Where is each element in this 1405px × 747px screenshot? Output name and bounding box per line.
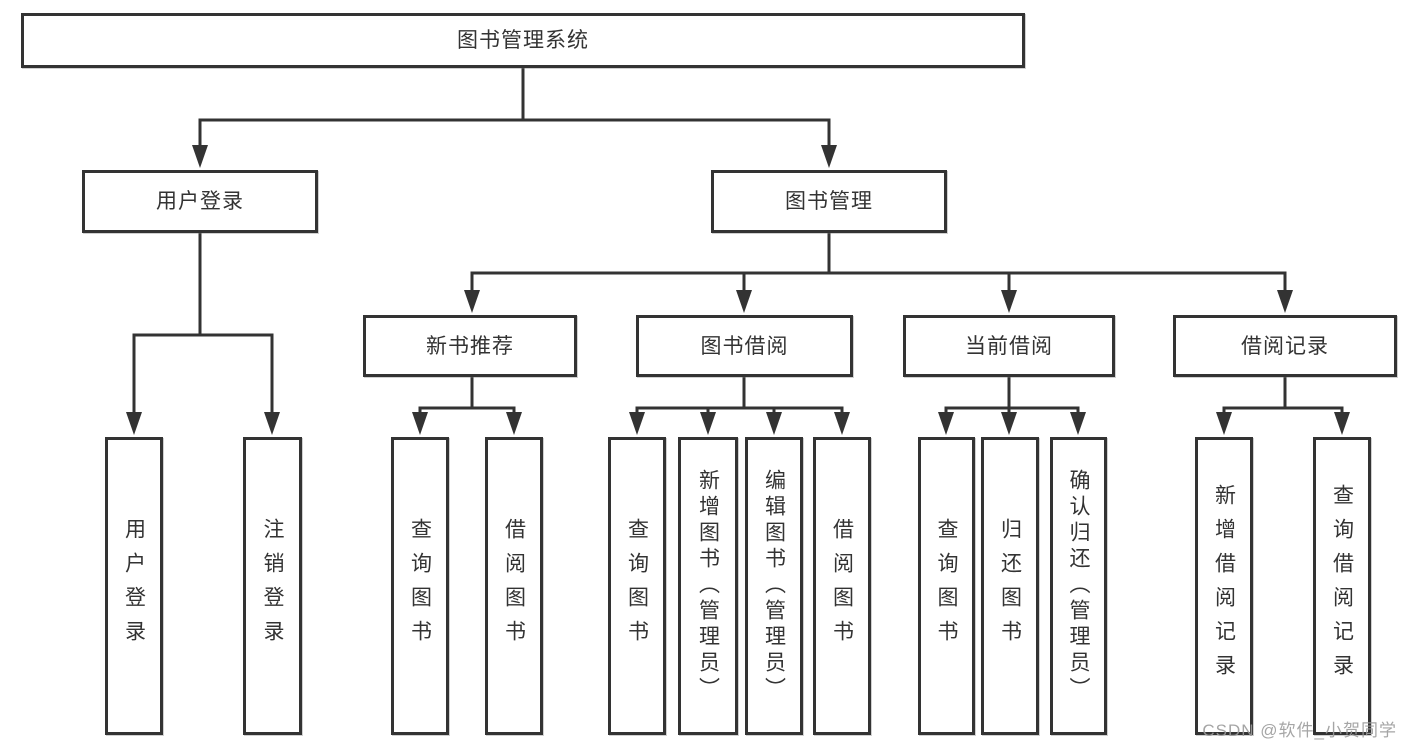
arrowhead-down-icon xyxy=(821,145,837,168)
arrowhead-down-icon xyxy=(126,412,142,435)
node-label-return-books: 归还图书 xyxy=(998,518,1022,654)
node-query-borrowing-record: 查询借阅记录 xyxy=(1313,437,1371,735)
node-query-books-borrowing: 查询图书 xyxy=(608,437,666,735)
node-book-borrowing: 图书借阅 xyxy=(636,315,853,377)
node-label-add-borrowing-record: 新增借阅记录 xyxy=(1212,484,1236,688)
node-borrow-books-borrowing: 借阅图书 xyxy=(813,437,871,735)
node-return-books: 归还图书 xyxy=(981,437,1039,735)
arrowhead-down-icon xyxy=(506,412,522,435)
arrowhead-down-icon xyxy=(412,412,428,435)
arrowhead-down-icon xyxy=(700,412,716,435)
node-label-user-login: 用户登录 xyxy=(122,518,146,654)
node-current-borrowing: 当前借阅 xyxy=(903,315,1115,377)
node-label-borrow-books-borrowing: 借阅图书 xyxy=(830,518,854,654)
arrowhead-down-icon xyxy=(736,290,752,313)
node-add-books-admin: 新增图书（管理员） xyxy=(678,437,738,735)
arrowhead-down-icon xyxy=(629,412,645,435)
arrowhead-down-icon xyxy=(1070,412,1086,435)
node-label-add-books-admin: 新增图书（管理员） xyxy=(696,469,720,703)
arrowhead-down-icon xyxy=(1334,412,1350,435)
node-label-borrowing-records: 借阅记录 xyxy=(1241,334,1329,358)
node-new-book-recommendation: 新书推荐 xyxy=(363,315,577,377)
node-label-logout-login: 注销登录 xyxy=(261,518,284,654)
arrowhead-down-icon xyxy=(1216,412,1232,435)
arrowhead-down-icon xyxy=(766,412,782,435)
node-query-books-recommend: 查询图书 xyxy=(391,437,449,735)
node-label-borrow-books-recommend: 借阅图书 xyxy=(502,518,526,654)
arrowhead-down-icon xyxy=(192,145,208,168)
node-user-login-module: 用户登录 xyxy=(82,170,318,233)
arrowhead-down-icon xyxy=(834,412,850,435)
node-borrowing-records: 借阅记录 xyxy=(1173,315,1397,377)
node-label-user-login-module: 用户登录 xyxy=(156,190,244,213)
node-label-library-management-system: 图书管理系统 xyxy=(457,29,589,52)
node-label-query-books-current: 查询图书 xyxy=(935,518,958,654)
node-edit-books-admin: 编辑图书（管理员） xyxy=(745,437,803,735)
node-book-management-module: 图书管理 xyxy=(711,170,947,233)
node-borrow-books-recommend: 借阅图书 xyxy=(485,437,543,735)
node-user-login: 用户登录 xyxy=(105,437,163,735)
arrowhead-down-icon xyxy=(1001,290,1017,313)
node-logout-login: 注销登录 xyxy=(243,437,302,735)
node-label-edit-books-admin: 编辑图书（管理员） xyxy=(762,469,786,703)
node-library-management-system: 图书管理系统 xyxy=(21,13,1025,68)
arrowhead-down-icon xyxy=(1277,290,1293,313)
node-label-query-borrowing-record: 查询借阅记录 xyxy=(1330,484,1354,688)
arrowhead-down-icon xyxy=(938,412,954,435)
arrowhead-down-icon xyxy=(1001,412,1017,435)
arrowhead-down-icon xyxy=(464,290,480,313)
node-label-confirm-return-admin: 确认归还（管理员） xyxy=(1067,469,1090,703)
node-label-query-books-recommend: 查询图书 xyxy=(408,518,432,654)
node-label-new-book-recommendation: 新书推荐 xyxy=(426,334,514,358)
node-query-books-current: 查询图书 xyxy=(918,437,975,735)
node-add-borrowing-record: 新增借阅记录 xyxy=(1195,437,1253,735)
node-confirm-return-admin: 确认归还（管理员） xyxy=(1050,437,1107,735)
node-label-current-borrowing: 当前借阅 xyxy=(965,334,1053,358)
arrowhead-down-icon xyxy=(264,412,280,435)
node-label-book-management-module: 图书管理 xyxy=(785,190,873,213)
node-label-query-books-borrowing: 查询图书 xyxy=(625,518,649,654)
watermark: CSDN @软件_小贺同学 xyxy=(1202,721,1397,740)
node-label-book-borrowing: 图书借阅 xyxy=(700,334,789,358)
